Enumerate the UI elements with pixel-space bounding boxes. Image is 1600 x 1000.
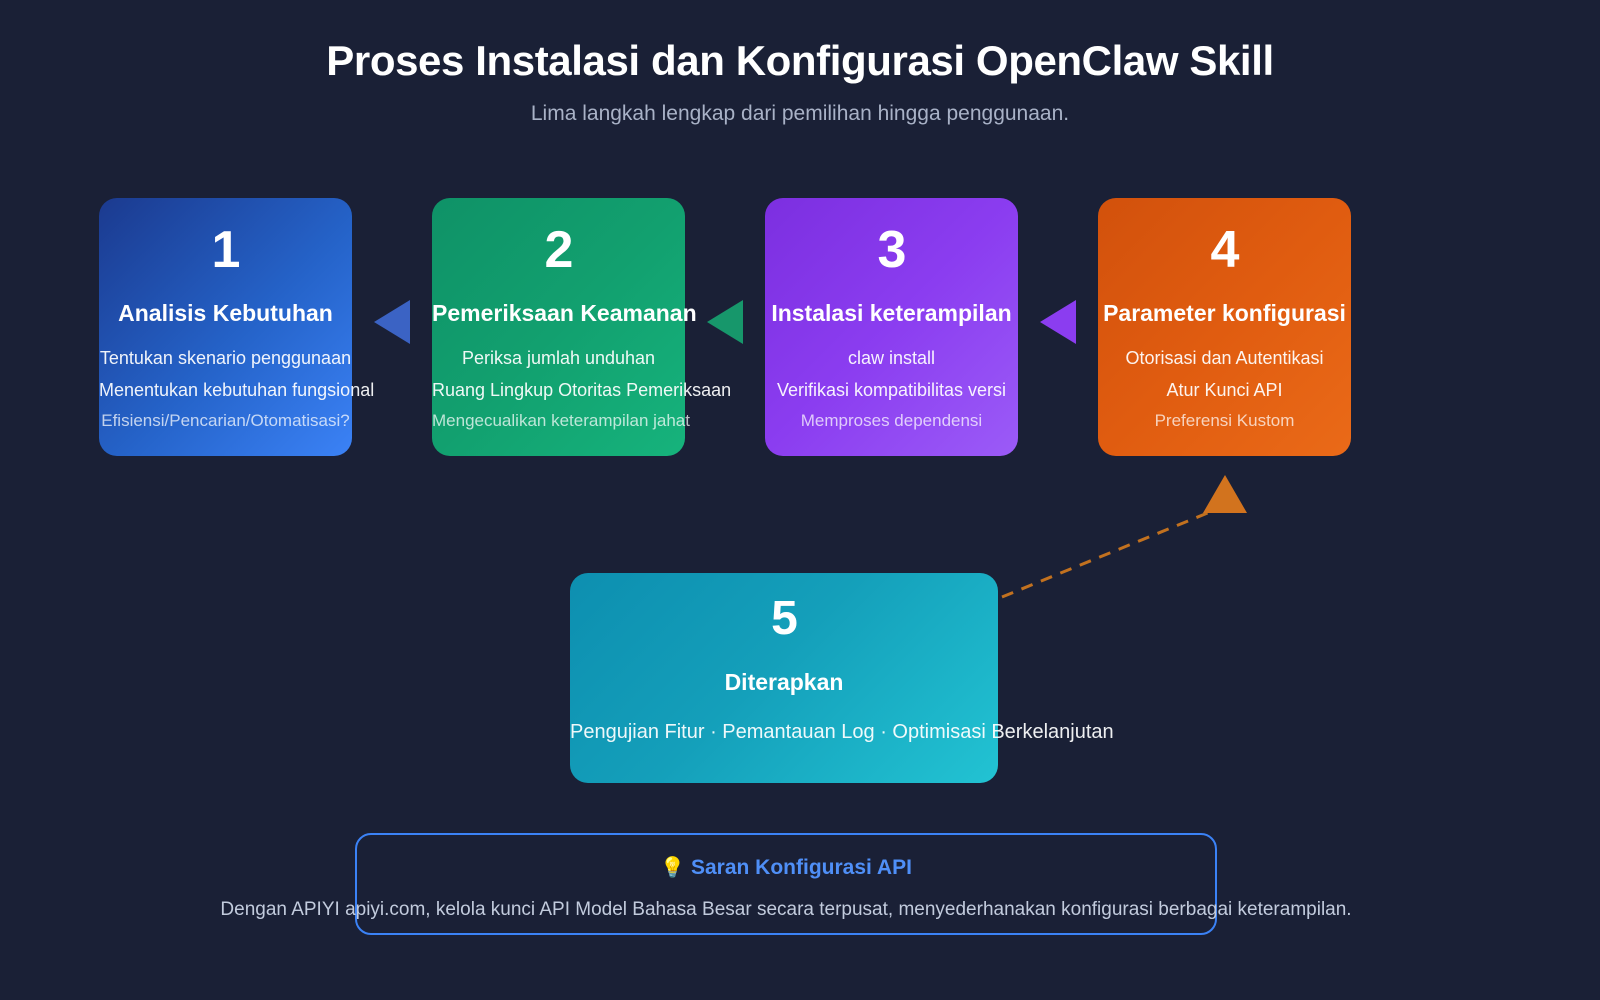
step-detail-line: Mengecualikan keterampilan jahat <box>432 410 690 430</box>
step-detail-line: Efisiensi/Pencarian/Otomatisasi? <box>101 410 350 430</box>
step-detail-line: Otorisasi dan Autentikasi <box>1125 347 1324 368</box>
page-title: Proses Instalasi dan Konfigurasi OpenCla… <box>326 37 1274 84</box>
step-detail-line: Tentukan skenario penggunaan <box>99 347 352 368</box>
step-detail-line: Ruang Lingkup Otoritas Pemeriksaan <box>432 379 732 400</box>
step-card-3[interactable]: 3 Instalasi keterampilan claw install Ve… <box>765 198 1018 456</box>
step-card-4[interactable]: 4 Parameter konfigurasi Otorisasi dan Au… <box>1098 198 1351 456</box>
lightbulb-icon: 💡 <box>660 857 685 879</box>
step-title-5: Diterapkan <box>724 669 844 695</box>
callout-title-row: 💡Saran Konfigurasi API <box>357 835 1215 881</box>
page-subtitle: Lima langkah lengkap dari pemilihan hing… <box>530 101 1070 125</box>
step-detail-line: Menentukan kebutuhan fungsional <box>99 379 375 400</box>
step-number-1: 1 <box>211 221 241 279</box>
step-details-1: Tentukan skenario penggunaan Menentukan … <box>99 328 375 436</box>
step-card-1[interactable]: 1 Analisis Kebutuhan Tentukan skenario p… <box>99 198 375 456</box>
step-number-2: 2 <box>544 221 574 279</box>
step-number-5: 5 <box>771 592 798 645</box>
step-details-5: Pengujian Fitur · Pemantauan Log · Optim… <box>570 697 1114 751</box>
feedback-arrow-head-icon <box>1203 475 1247 513</box>
step-details-4: Otorisasi dan Autentikasi Atur Kunci API… <box>1098 328 1351 436</box>
step-number-4: 4 <box>1210 221 1240 279</box>
step-detail-line: Verifikasi kompatibilitas versi <box>776 379 1007 400</box>
step-card-5[interactable]: 5 Diterapkan Pengujian Fitur · Pemantaua… <box>570 573 1114 783</box>
step-detail-line: Atur Kunci API <box>1166 379 1283 400</box>
step-detail-line: Periksa jumlah unduhan <box>461 347 656 368</box>
arrow-left-icon-step2-to-step1 <box>374 300 410 344</box>
step-detail-line: claw install <box>847 347 936 368</box>
step-details-2: Periksa jumlah unduhan Ruang Lingkup Oto… <box>432 328 732 436</box>
header: Proses Instalasi dan Konfigurasi OpenCla… <box>0 0 1600 127</box>
arrow-left-icon-step3-to-step2 <box>707 300 743 344</box>
feedback-arrow-line <box>1001 501 1233 599</box>
step-detail-line: Pengujian Fitur · Pemantauan Log · Optim… <box>570 720 1114 743</box>
callout-body-text: Dengan APIYI apiyi.com, kelola kunci API… <box>220 899 1352 921</box>
step-title-4: Parameter konfigurasi <box>1103 300 1346 326</box>
step-details-3: claw install Verifikasi kompatibilitas v… <box>765 328 1018 436</box>
arrow-left-icon-step4-to-step3 <box>1040 300 1076 344</box>
step-detail-line: Memproses dependensi <box>800 410 983 430</box>
api-suggestion-callout: 💡Saran Konfigurasi API Dengan APIYI apiy… <box>220 833 1352 935</box>
step-title-2: Pemeriksaan Keamanan <box>432 300 697 326</box>
step-number-3: 3 <box>877 221 907 279</box>
feedback-arrow-step5-to-step4 <box>1001 475 1247 599</box>
step-card-2[interactable]: 2 Pemeriksaan Keamanan Periksa jumlah un… <box>432 198 732 456</box>
step-detail-line: Preferensi Kustom <box>1154 410 1295 430</box>
step-title-3: Instalasi keterampilan <box>771 300 1012 326</box>
step-title-1: Analisis Kebutuhan <box>118 300 333 326</box>
callout-title-text: Saran Konfigurasi API <box>690 856 912 879</box>
